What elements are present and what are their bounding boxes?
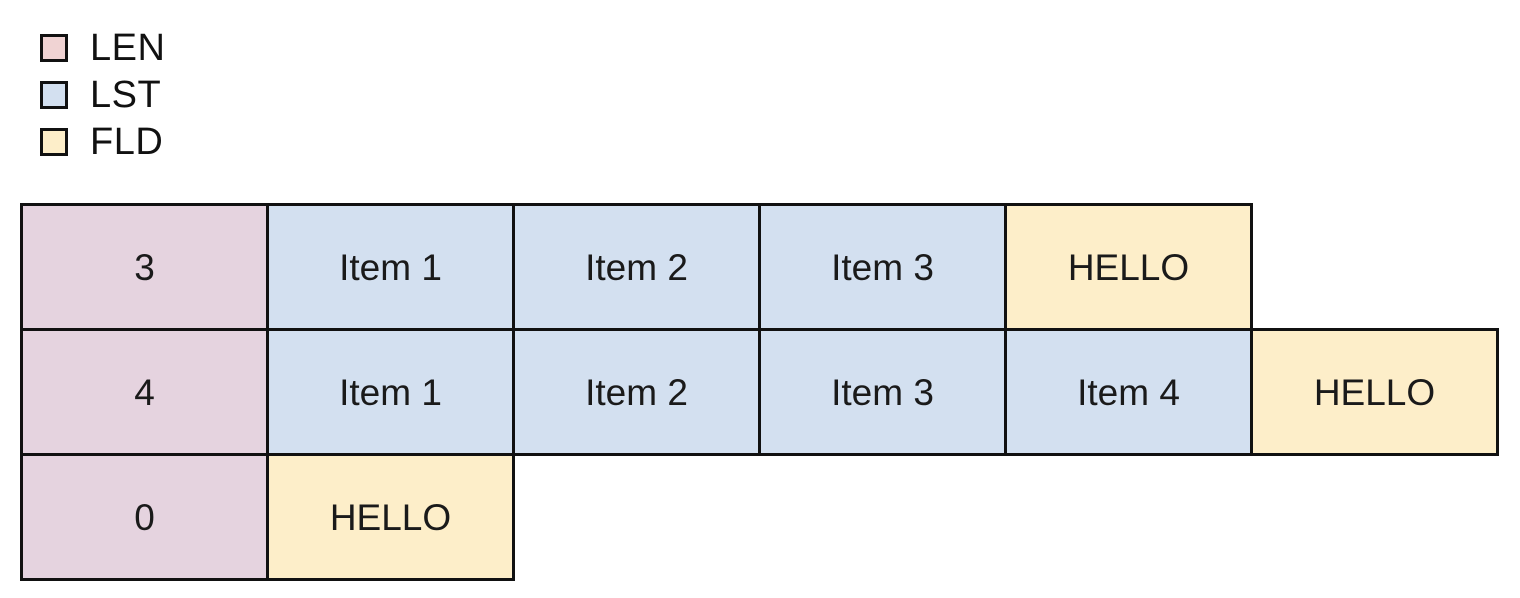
cell-fld-r2c1: HELLO: [266, 453, 515, 581]
cell-lst-r0c2: Item 2: [512, 203, 761, 331]
cell-len-r1c0: 4: [20, 328, 269, 456]
legend-item-lst: LST: [40, 71, 340, 118]
cell-lst-r1c2: Item 2: [512, 328, 761, 456]
cell-lst-r1c4: Item 4: [1004, 328, 1253, 456]
cell-lst-r1c3: Item 3: [758, 328, 1007, 456]
cell-lst-r0c3: Item 3: [758, 203, 1007, 331]
legend-item-fld: FLD: [40, 118, 340, 165]
legend-swatch-fld: [40, 127, 68, 156]
cell-lst-r1c1: Item 1: [266, 328, 515, 456]
cell-len-r0c0: 3: [20, 203, 269, 331]
cell-lst-r0c1: Item 1: [266, 203, 515, 331]
legend-swatch-lst: [40, 80, 68, 109]
cell-len-r2c0: 0: [20, 453, 269, 581]
legend-swatch-len: [40, 33, 68, 62]
legend-label-fld: FLD: [90, 120, 164, 163]
cell-fld-r0c4: HELLO: [1004, 203, 1253, 331]
cell-fld-r1c5: HELLO: [1250, 328, 1499, 456]
legend-item-len: LEN: [40, 24, 340, 71]
legend-label-len: LEN: [90, 26, 166, 69]
legend-label-lst: LST: [90, 73, 162, 116]
